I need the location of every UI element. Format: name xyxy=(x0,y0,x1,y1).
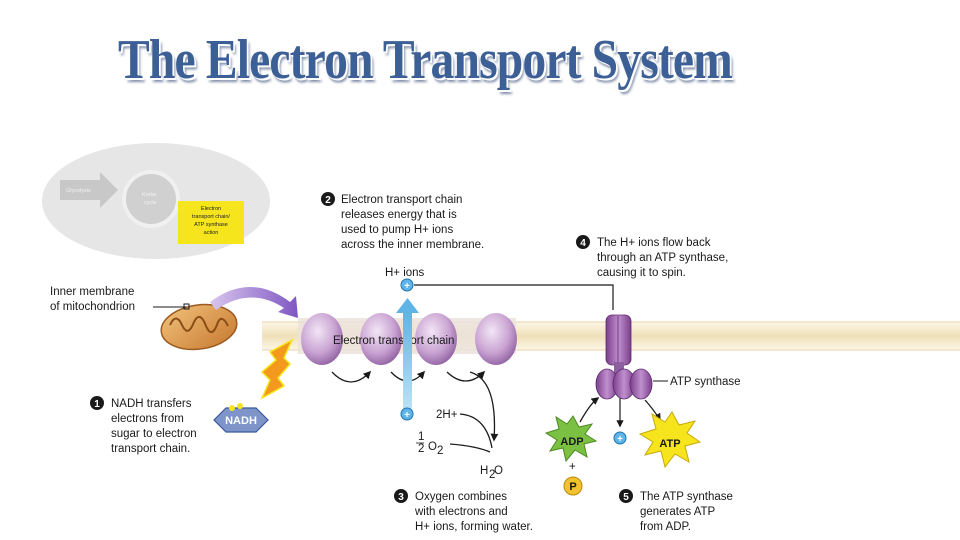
proton-pump-arrow xyxy=(403,312,412,412)
proton-icon xyxy=(400,407,414,421)
adp-molecule: ADP xyxy=(544,415,598,463)
nadh-molecule: NADH xyxy=(213,403,269,433)
svg-text:The ATP synthase: The ATP synthase xyxy=(640,491,733,503)
svg-text:NADH transfers: NADH transfers xyxy=(111,398,192,410)
svg-text:O: O xyxy=(428,441,437,453)
svg-text:from ADP.: from ADP. xyxy=(640,521,691,533)
svg-text:NADH: NADH xyxy=(225,415,257,427)
svg-text:1: 1 xyxy=(418,431,424,443)
svg-text:1: 1 xyxy=(94,399,100,410)
proton-icon xyxy=(400,278,414,292)
svg-text:O: O xyxy=(494,465,503,477)
svg-text:2: 2 xyxy=(489,469,495,481)
mitochondrion-icon xyxy=(160,303,238,351)
svg-text:P: P xyxy=(569,481,576,493)
step-3: 3 Oxygen combines with electrons and H+ … xyxy=(394,489,533,533)
svg-text:across the inner membrane.: across the inner membrane. xyxy=(341,239,484,251)
inner-membrane-label-line1: Inner membrane xyxy=(50,286,134,298)
proton-return-line xyxy=(414,284,614,310)
protein-complex xyxy=(475,313,517,365)
svg-text:through an ATP synthase,: through an ATP synthase, xyxy=(597,252,728,264)
protein-complex xyxy=(415,313,457,365)
step-1: 1 NADH transfers electrons from sugar to… xyxy=(90,396,197,455)
thumb-etc-line1: Electron xyxy=(201,206,221,212)
svg-text:used to pump H+ ions: used to pump H+ ions xyxy=(341,224,453,236)
phosphate-icon: P xyxy=(563,476,583,496)
svg-text:transport chain.: transport chain. xyxy=(111,443,190,455)
etc-protein-complexes xyxy=(301,313,517,365)
svg-text:3: 3 xyxy=(398,492,404,503)
svg-text:generates ATP: generates ATP xyxy=(640,506,716,518)
svg-text:sugar to electron: sugar to electron xyxy=(111,428,197,440)
proton-icon xyxy=(613,431,627,445)
svg-text:4: 4 xyxy=(580,238,586,249)
water-label: H 2 O xyxy=(480,465,503,481)
krebs-cycle-icon xyxy=(122,170,180,228)
atp-synthase xyxy=(595,314,668,400)
svg-text:5: 5 xyxy=(623,492,629,503)
svg-text:+: + xyxy=(404,281,410,292)
inner-membrane-label-line2: of mitochondrion xyxy=(50,301,135,313)
zoom-arrow xyxy=(210,287,298,318)
svg-text:Electron transport chain: Electron transport chain xyxy=(341,194,462,206)
svg-text:The H+ ions flow back: The H+ ions flow back xyxy=(597,237,711,249)
h-ions-label: H+ ions xyxy=(385,267,425,279)
svg-text:2: 2 xyxy=(325,195,331,206)
svg-text:H: H xyxy=(480,465,488,477)
svg-text:ADP: ADP xyxy=(560,436,583,448)
half-o2-label: 1 2 O 2 xyxy=(416,431,443,457)
atp-synthase-label: ATP synthase xyxy=(670,376,741,388)
svg-text:releases energy that is: releases energy that is xyxy=(341,209,457,221)
step-4: 4 The H+ ions flow back through an ATP s… xyxy=(576,235,728,279)
svg-text:with electrons and: with electrons and xyxy=(414,506,508,518)
thumb-krebs-line1: Krebs xyxy=(142,192,157,198)
thumb-glycolysis-label: Glycolysis xyxy=(66,188,91,194)
svg-text:ATP: ATP xyxy=(659,438,680,450)
two-h-label: 2H+ xyxy=(436,409,458,421)
thumb-etc-line3: ATP synthase xyxy=(194,222,228,228)
glycolysis-arrow-icon xyxy=(60,172,118,208)
thumb-etc-highlight xyxy=(178,201,244,244)
step-2: 2 Electron transport chain releases ener… xyxy=(321,192,484,251)
svg-text:H+ ions, forming water.: H+ ions, forming water. xyxy=(415,521,533,533)
thumb-etc-line2: transport chain/ xyxy=(192,214,230,220)
thumb-etc-line4: action xyxy=(204,230,219,236)
step-5: 5 The ATP synthase generates ATP from AD… xyxy=(619,489,733,533)
svg-text:electrons from: electrons from xyxy=(111,413,184,425)
svg-text:causing it to spin.: causing it to spin. xyxy=(597,267,686,279)
svg-text:Oxygen combines: Oxygen combines xyxy=(415,491,507,503)
protein-complex xyxy=(301,313,343,365)
svg-text:2: 2 xyxy=(418,443,424,455)
etc-label: Electron transport chain xyxy=(333,335,454,347)
svg-text:+: + xyxy=(404,410,410,421)
plus-sign: + xyxy=(569,461,576,473)
thumb-krebs-line2: cycle xyxy=(144,200,157,206)
svg-text:2: 2 xyxy=(437,445,443,457)
slide-title: The Electron Transport System xyxy=(118,29,733,91)
atp-molecule: ATP xyxy=(638,411,702,469)
overview-thumbnail: Glycolysis Krebs cycle Electron transpor… xyxy=(42,143,270,259)
energy-arrow-icon xyxy=(260,338,294,400)
svg-text:+: + xyxy=(617,434,623,445)
protein-complex xyxy=(360,313,402,365)
